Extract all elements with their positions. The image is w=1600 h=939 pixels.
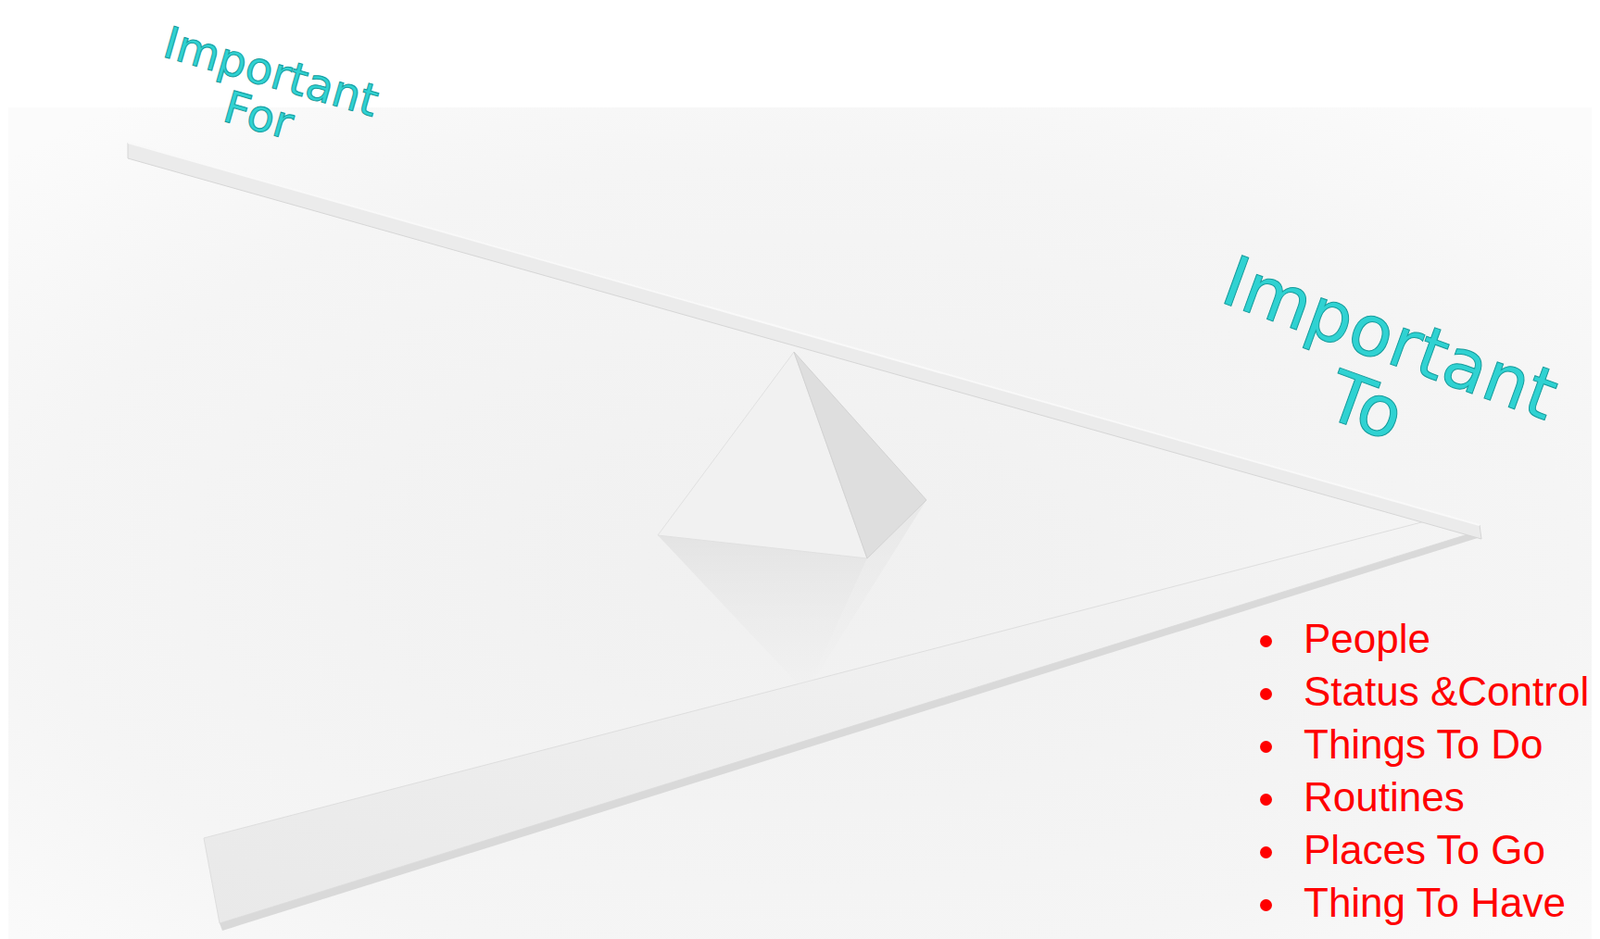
list-item: Thing To Have bbox=[1290, 876, 1589, 930]
list-item: Things To Do bbox=[1290, 718, 1589, 771]
photo-background bbox=[8, 107, 1592, 939]
floor-plank bbox=[203, 520, 1480, 924]
bullet-list: PeopleStatus &ControlThings To DoRoutine… bbox=[1290, 612, 1589, 930]
floor-plank-edge bbox=[219, 530, 1481, 932]
pyramid-fulcrum bbox=[793, 352, 927, 559]
list-item: Routines bbox=[1290, 770, 1589, 824]
list-item: Places To Go bbox=[1290, 823, 1589, 877]
pyramid-reflection bbox=[657, 535, 868, 693]
list-item: Status &Control bbox=[1290, 665, 1589, 719]
list-item: People bbox=[1290, 612, 1589, 666]
